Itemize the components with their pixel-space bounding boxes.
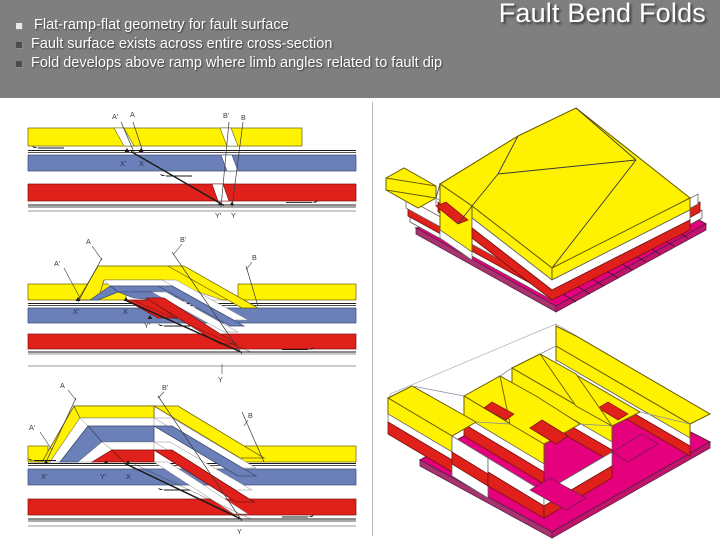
bullet-marker-icon bbox=[16, 23, 22, 29]
slide-body: A' A B' B X' X Y' Y bbox=[0, 98, 720, 540]
block-diagram-imbricate-stack bbox=[380, 320, 716, 539]
label-B: B bbox=[241, 113, 246, 122]
bullet-marker-icon bbox=[16, 61, 22, 67]
label-A-prime: A' bbox=[29, 423, 36, 432]
label-B: B bbox=[252, 253, 257, 262]
block-diagram-column bbox=[380, 100, 716, 539]
list-item: Fault surface exists across entire cross… bbox=[16, 36, 656, 52]
cross-section-column: A' A B' B X' X Y' Y bbox=[16, 100, 368, 538]
label-B: B bbox=[248, 411, 253, 420]
label-Y-prime: Y' bbox=[215, 211, 222, 220]
label-B-prime: B' bbox=[180, 235, 187, 244]
label-B-prime: B' bbox=[223, 111, 230, 120]
slide-header: Fault Bend Folds Flat-ramp-flat geometry… bbox=[0, 0, 720, 98]
label-Y: Y bbox=[231, 211, 236, 220]
bullet-marker-icon bbox=[16, 42, 22, 48]
list-item: Fold develops above ramp where limb angl… bbox=[16, 55, 656, 71]
label-A: A bbox=[60, 381, 65, 390]
cross-section-panel-stage-1: A' A B' B X' X Y' Y bbox=[16, 104, 368, 224]
label-Y: Y bbox=[237, 527, 242, 536]
label-B-prime: B' bbox=[162, 383, 169, 392]
label-X-prime: X' bbox=[120, 159, 127, 168]
label-X: X bbox=[139, 159, 144, 168]
label-A: A bbox=[86, 237, 91, 246]
bullet-text: Flat-ramp-flat geometry for fault surfac… bbox=[34, 17, 289, 33]
label-A-prime: A' bbox=[54, 259, 61, 268]
block-diagram-single-fold bbox=[380, 102, 716, 314]
column-divider bbox=[372, 102, 373, 536]
bullet-text: Fold develops above ramp where limb angl… bbox=[31, 55, 443, 71]
label-Y-prime: Y' bbox=[144, 321, 151, 330]
label-A: A bbox=[130, 110, 135, 119]
cross-section-panel-stage-3: Y bbox=[16, 362, 368, 537]
list-item: Flat-ramp-flat geometry for fault surfac… bbox=[16, 17, 656, 33]
label-Y: Y bbox=[218, 375, 223, 384]
label-X: X bbox=[123, 307, 128, 316]
bullet-text: Fault surface exists across entire cross… bbox=[31, 36, 333, 52]
label-A-prime: A' bbox=[112, 112, 119, 121]
page-title: Fault Bend Folds bbox=[498, 0, 706, 28]
label-Y-prime: Y' bbox=[100, 472, 107, 481]
label-X-prime: X' bbox=[41, 472, 48, 481]
bullet-list: Flat-ramp-flat geometry for fault surfac… bbox=[16, 17, 656, 74]
cross-section-panel-stage-2: A A' B' B X' X Y' bbox=[16, 226, 368, 356]
label-X-prime: X' bbox=[73, 307, 80, 316]
label-X: X bbox=[126, 472, 131, 481]
